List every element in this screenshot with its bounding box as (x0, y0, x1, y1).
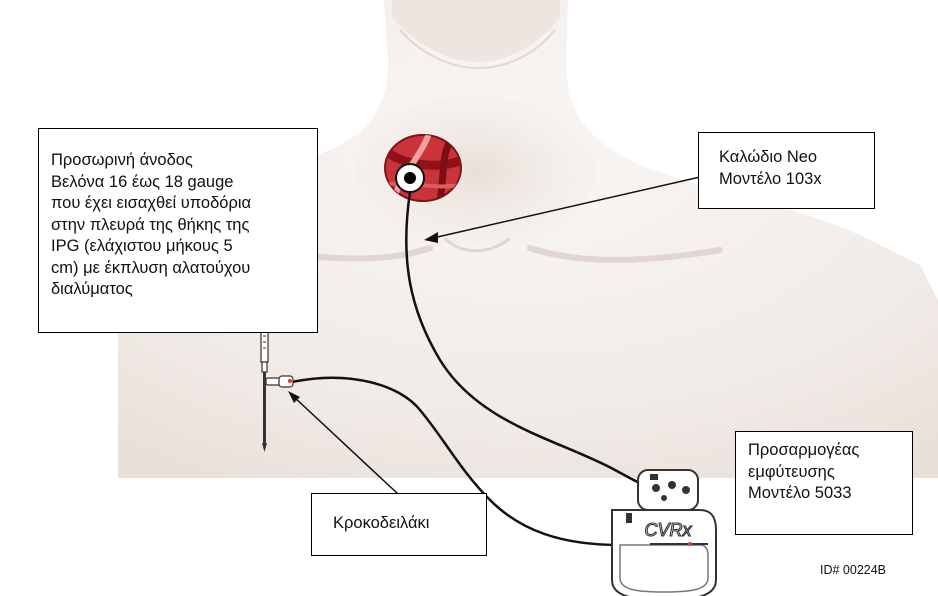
anode-line: διαλύματος (51, 279, 317, 301)
anode-line: Βελόνα 16 έως 18 gauge (51, 172, 317, 194)
brand-logo: CVRx (644, 520, 692, 540)
adapter-line: Προσαρμογέας (748, 440, 912, 462)
lead-line: Καλώδιο Neo (719, 147, 874, 169)
callout-lead: Καλώδιο Neo Μοντέλο 103x (698, 132, 875, 209)
anode-line: IPG (ελάχιστου μήκους 5 (51, 236, 317, 258)
adapter-line: εμφύτευσης (748, 462, 912, 484)
anode-line: Προσωρινή άνοδος (51, 150, 317, 172)
callout-anode: Προσωρινή άνοδος Βελόνα 16 έως 18 gauge … (38, 128, 318, 333)
callout-clip: Κροκοδειλάκι (311, 493, 487, 556)
anode-line: στην πλευρά της θήκης της (51, 215, 317, 237)
lead-line: Μοντέλο 103x (719, 169, 874, 191)
alligator-clip (266, 376, 293, 387)
clip-label: Κροκοδειλάκι (333, 513, 486, 535)
callout-adapter: Προσαρμογέας εμφύτευσης Μοντέλο 5033 (735, 431, 913, 535)
figure-id: ID# 00224B (820, 563, 886, 577)
anode-line: cm) με έκπλυση αλατούχου (51, 258, 317, 280)
anode-line: που έχει εισαχθεί υποδόρια (51, 193, 317, 215)
adapter-line: Μοντέλο 5033 (748, 483, 912, 505)
